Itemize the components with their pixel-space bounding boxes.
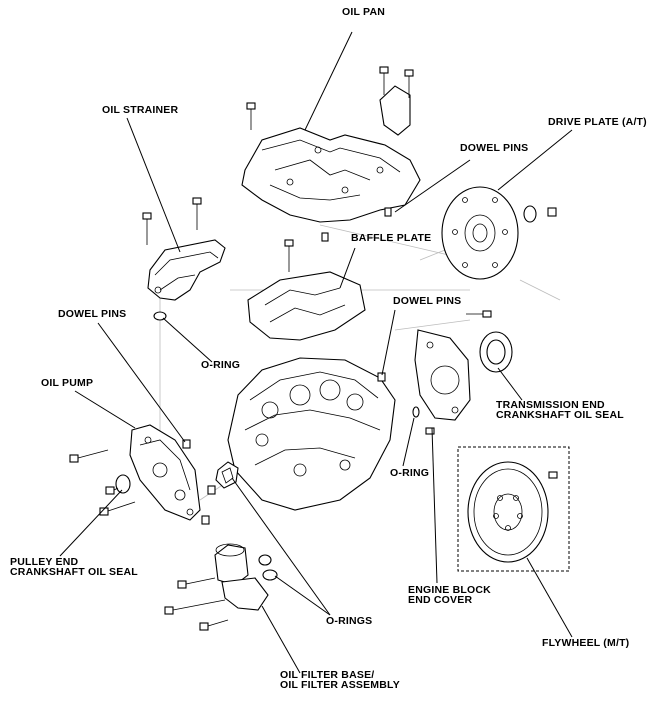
label-oil-pump: OIL PUMP <box>41 377 94 389</box>
label-oil-strainer: OIL STRAINER <box>102 104 179 116</box>
label-transmission-seal-line1: TRANSMISSION END <box>496 399 605 411</box>
label-baffle-plate: BAFFLE PLATE <box>351 232 432 244</box>
transmission-end-seal <box>479 331 513 373</box>
oil-strainer <box>142 197 226 321</box>
label-engine-cover-line2: END COVER <box>408 594 473 606</box>
drive-plate <box>441 186 557 280</box>
label-engine-cover-line1: ENGINE BLOCK <box>408 584 491 596</box>
label-o-ring-cover: O-RING <box>390 467 430 479</box>
label-o-rings: O-RINGS <box>326 615 373 627</box>
label-transmission-seal-line2: CRANKSHAFT OIL SEAL <box>496 409 624 421</box>
o-rings <box>215 461 278 581</box>
label-dowel-pins-left: DOWEL PINS <box>58 308 127 320</box>
engine-block <box>227 357 396 511</box>
oil-pump <box>69 424 216 525</box>
label-pulley-seal-line1: PULLEY END <box>10 556 79 568</box>
oil-filter-assembly <box>164 543 269 631</box>
oil-pan <box>241 66 421 242</box>
label-drive-plate: DRIVE PLATE (A/T) <box>548 116 647 128</box>
label-dowel-pins-top: DOWEL PINS <box>460 142 529 154</box>
label-filter-line2: OIL FILTER ASSEMBLY <box>280 679 400 691</box>
label-oil-pan: OIL PAN <box>342 6 386 18</box>
leader-lines <box>59 31 573 674</box>
label-dowel-pins-mid: DOWEL PINS <box>393 295 462 307</box>
engine-block-end-cover <box>377 310 492 435</box>
baffle-plate <box>247 239 366 341</box>
flywheel <box>457 446 570 572</box>
label-pulley-seal-line2: CRANKSHAFT OIL SEAL <box>10 566 138 578</box>
label-filter-line1: OIL FILTER BASE/ <box>280 669 375 681</box>
label-flywheel: FLYWHEEL (M/T) <box>542 637 630 649</box>
label-o-ring-strainer: O-RING <box>201 359 241 371</box>
